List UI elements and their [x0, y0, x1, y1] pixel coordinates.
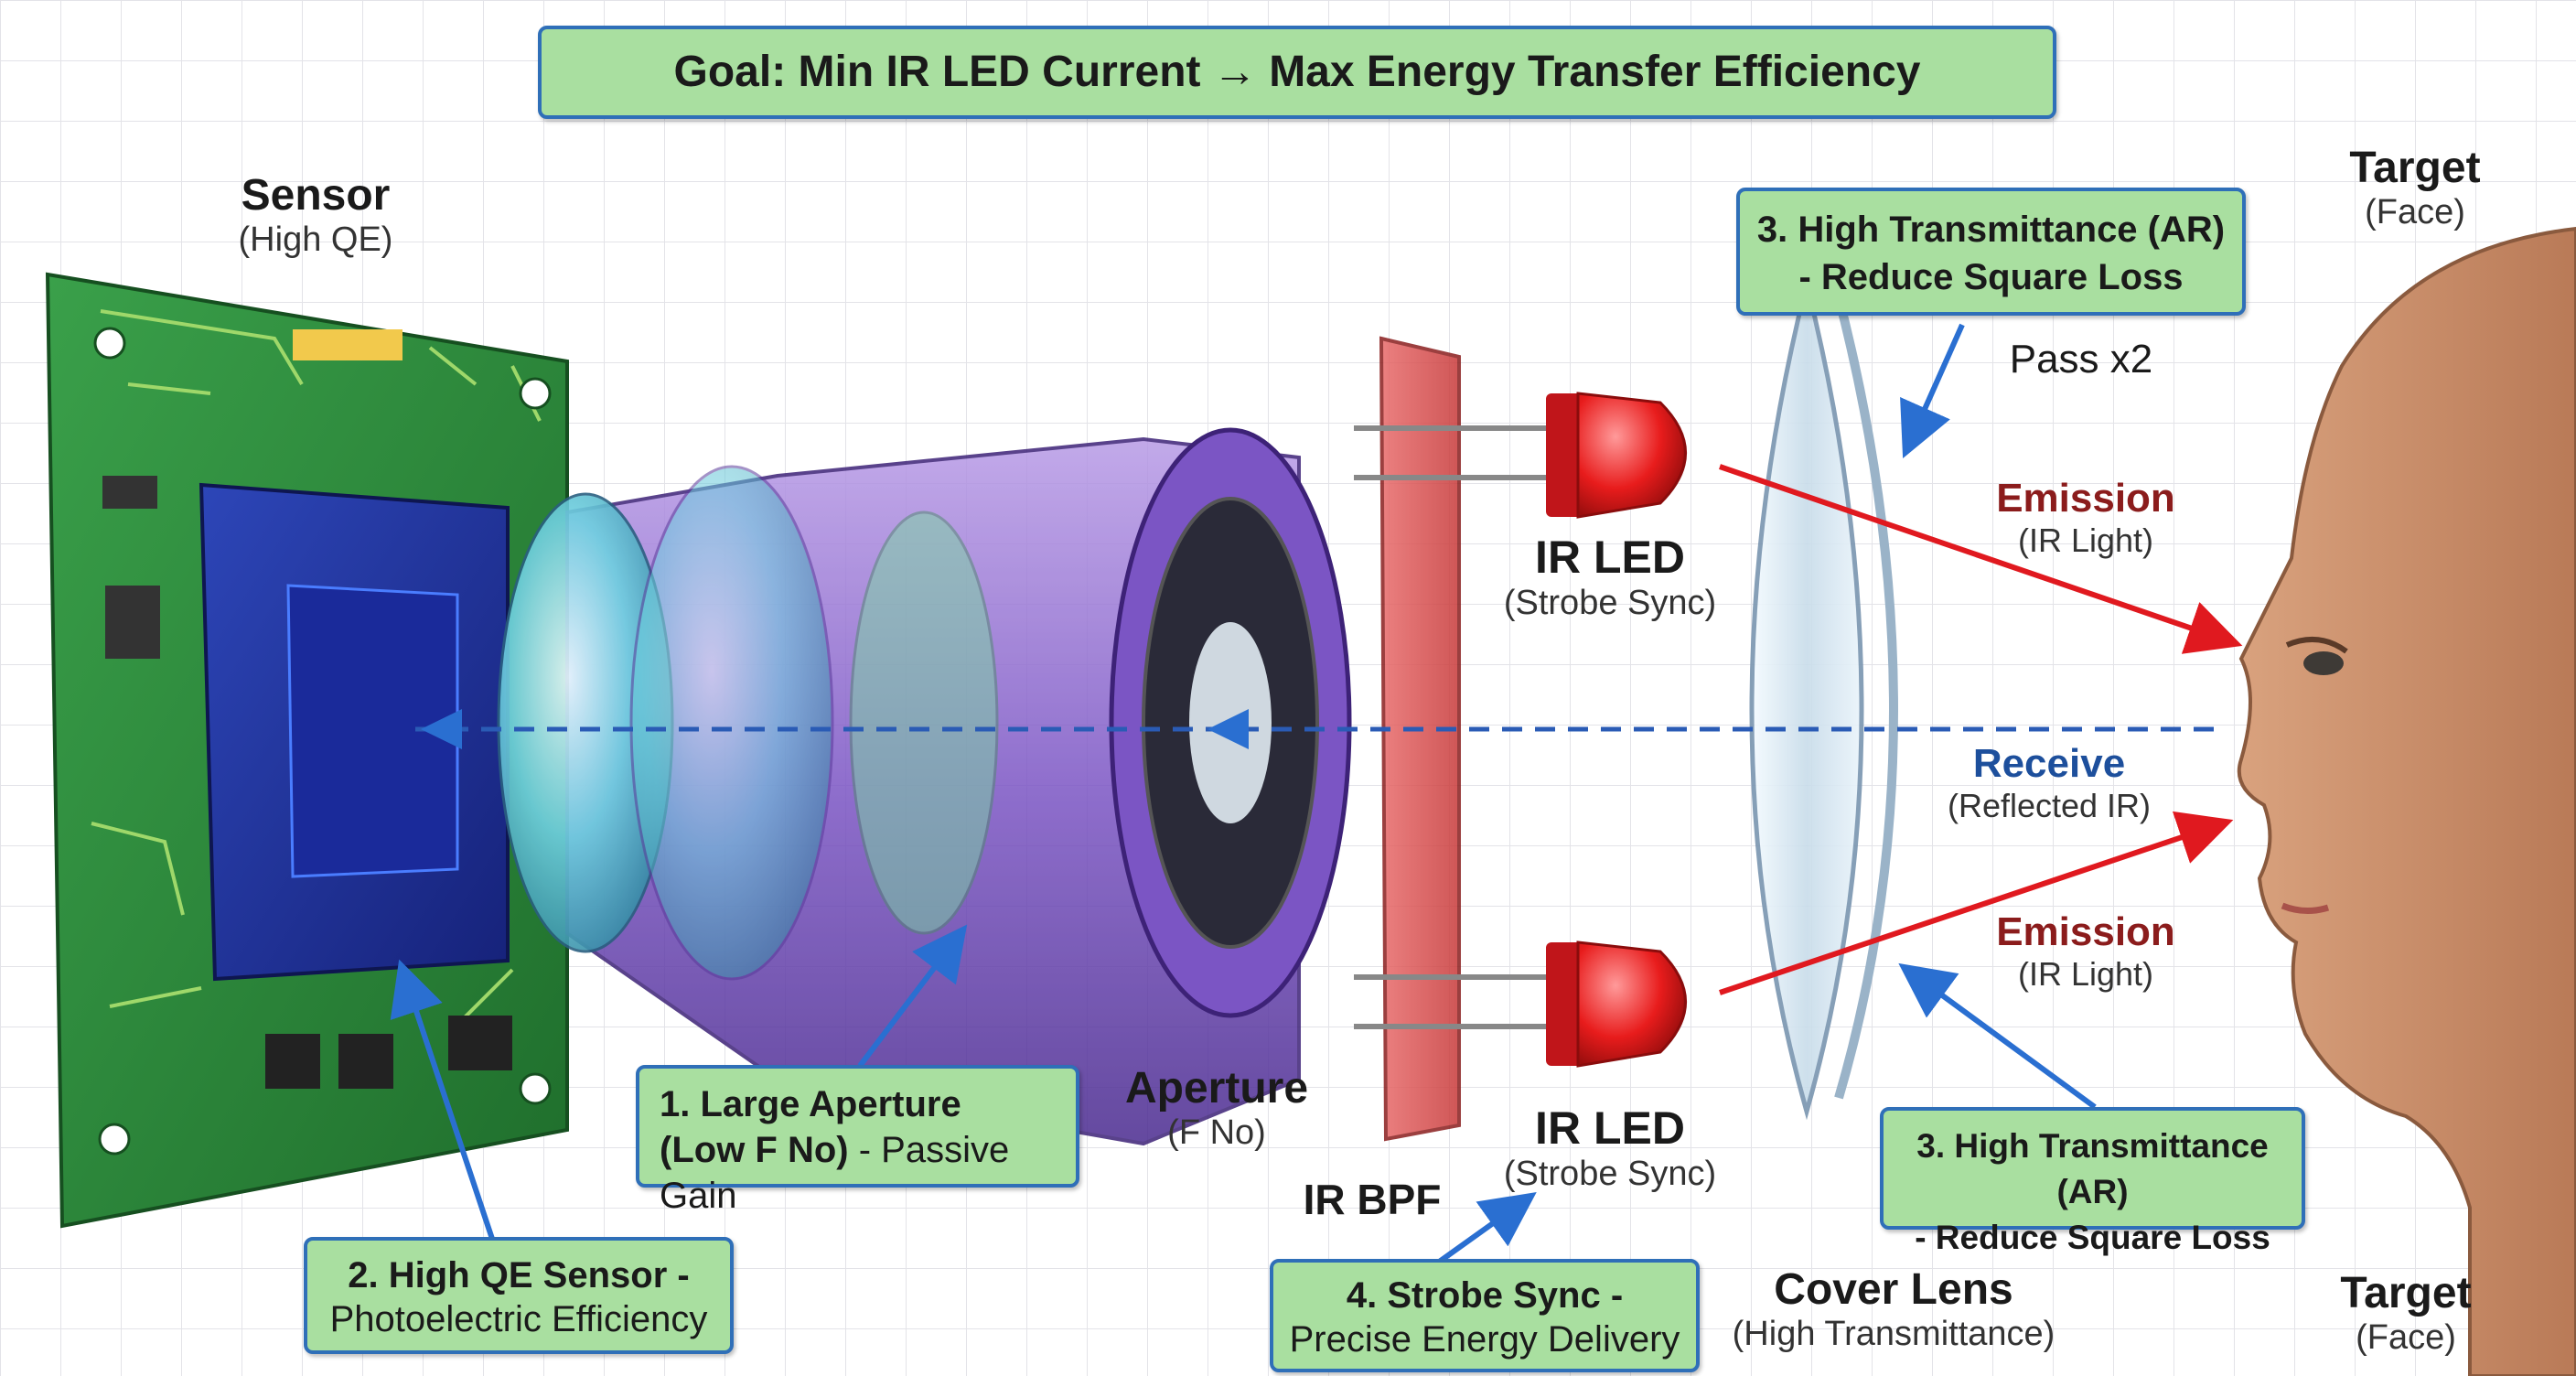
camera-lens-barrel-icon — [497, 427, 1352, 1146]
callout-high-transmittance-top: 3. High Transmittance (AR) - Reduce Squa… — [1736, 188, 2246, 316]
emission-bottom-label: Emission (IR Light) — [1996, 909, 2175, 993]
callout-high-transmittance-bottom: 3. High Transmittance (AR) - Reduce Squa… — [1880, 1107, 2305, 1256]
receive-path — [402, 709, 2214, 749]
aperture-label: Aperture (F No) — [1124, 1064, 1309, 1152]
page-title: Goal: Min IR LED Current → Max Energy Tr… — [538, 26, 2056, 119]
ir-led-top-label: IR LED (Strobe Sync) — [1503, 532, 1717, 622]
pass-label: Pass x2 — [2009, 337, 2153, 382]
face-profile-icon — [2237, 226, 2576, 1376]
ir-bandpass-filter-icon — [1379, 336, 1461, 1142]
target-bottom-label: Target (Face) — [2340, 1269, 2472, 1357]
target-top-label: Target (Face) — [2349, 144, 2481, 231]
cover-lens-label: Cover Lens (High Transmittance) — [1732, 1265, 2055, 1353]
ir-led-bottom-label: IR LED (Strobe Sync) — [1503, 1102, 1717, 1193]
ir-led-bottom-icon — [1354, 941, 1687, 1068]
ir-bpf-label: IR BPF — [1303, 1176, 1442, 1223]
sensor-label: Sensor (High QE) — [238, 171, 393, 259]
callout-arrows — [390, 323, 2097, 1270]
receive-label: Receive (Reflected IR) — [1947, 741, 2152, 824]
emission-bottom-arrow — [1719, 811, 2234, 995]
image-sensor-chip-icon — [199, 482, 510, 982]
callout-high-qe-sensor: 2. High QE Sensor - Photoelectric Effici… — [304, 1237, 734, 1354]
callout-large-aperture: 1. Large Aperture (Low F No) - Passive G… — [636, 1065, 1079, 1216]
emission-top-label: Emission (IR Light) — [1996, 476, 2175, 559]
emission-top-arrow — [1719, 464, 2243, 654]
ir-led-top-icon — [1354, 392, 1687, 519]
cover-lens-icon — [1749, 283, 1898, 1121]
callout-strobe-sync: 4. Strobe Sync - Precise Energy Delivery — [1270, 1259, 1700, 1372]
